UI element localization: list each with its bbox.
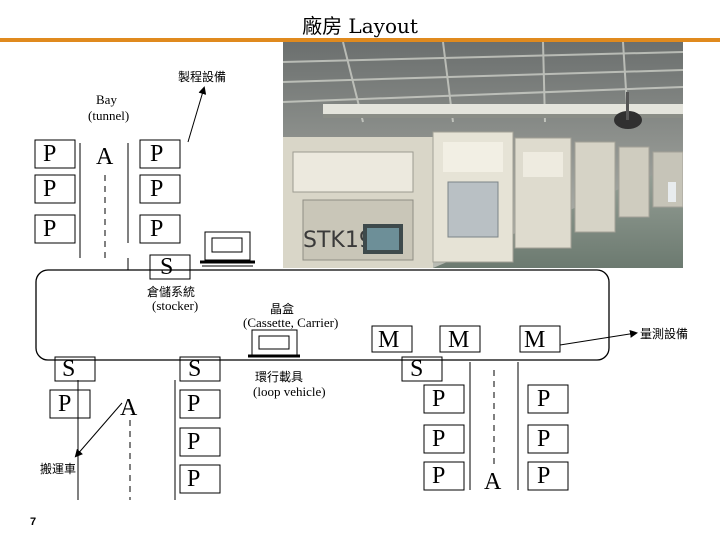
cassette-label-en: (Cassette, Carrier) — [243, 315, 339, 330]
loop-vehicle-label-cn: 環行載具 — [255, 370, 304, 384]
process-p: P — [432, 426, 446, 452]
stocker-s: S — [160, 254, 174, 280]
process-equipment-label: 製程設備 — [178, 70, 227, 84]
page-title: 廠房 Layout — [302, 14, 418, 38]
page-number: 7 — [30, 516, 37, 528]
bay-label: Bay — [96, 92, 117, 107]
svg-text:STK19: STK19 — [303, 228, 373, 253]
aisle-a: A — [96, 144, 114, 170]
metrology-m: M — [448, 327, 470, 353]
aisle-a: A — [484, 469, 502, 495]
transport-label: 搬運車 — [40, 462, 77, 476]
metrology-m: M — [524, 327, 546, 353]
process-p: P — [187, 391, 201, 417]
process-p: P — [150, 176, 164, 202]
stocker-label-en: (stocker) — [152, 298, 199, 313]
process-p: P — [537, 386, 551, 412]
stocker-s: S — [62, 356, 76, 382]
process-p: P — [43, 176, 57, 202]
process-p: P — [537, 463, 551, 489]
title-underline — [0, 38, 720, 42]
stocker-s: S — [410, 356, 424, 382]
process-p: P — [43, 216, 57, 242]
process-p: P — [432, 463, 446, 489]
process-p: P — [187, 429, 201, 455]
stocker-label-cn: 倉儲系統 — [147, 285, 196, 299]
cassette-icon-upper — [200, 231, 255, 267]
loop-vehicle-label-en: (loop vehicle) — [253, 384, 326, 399]
metrology-label: 量測設備 — [640, 327, 689, 341]
process-p: P — [537, 426, 551, 452]
cassette-label-cn: 晶盒 — [270, 302, 295, 316]
aisle-a: A — [120, 395, 138, 421]
metrology-m: M — [378, 327, 400, 353]
tunnel-label: (tunnel) — [88, 108, 130, 123]
cassette-icon-lower — [248, 329, 300, 361]
process-p: P — [187, 466, 201, 492]
process-p: P — [43, 141, 57, 167]
stocker-s: S — [188, 356, 202, 382]
process-p: P — [432, 386, 446, 412]
fab-photo: STK19 — [283, 42, 683, 268]
process-p: P — [150, 216, 164, 242]
process-p: P — [58, 391, 72, 417]
process-p: P — [150, 141, 164, 167]
